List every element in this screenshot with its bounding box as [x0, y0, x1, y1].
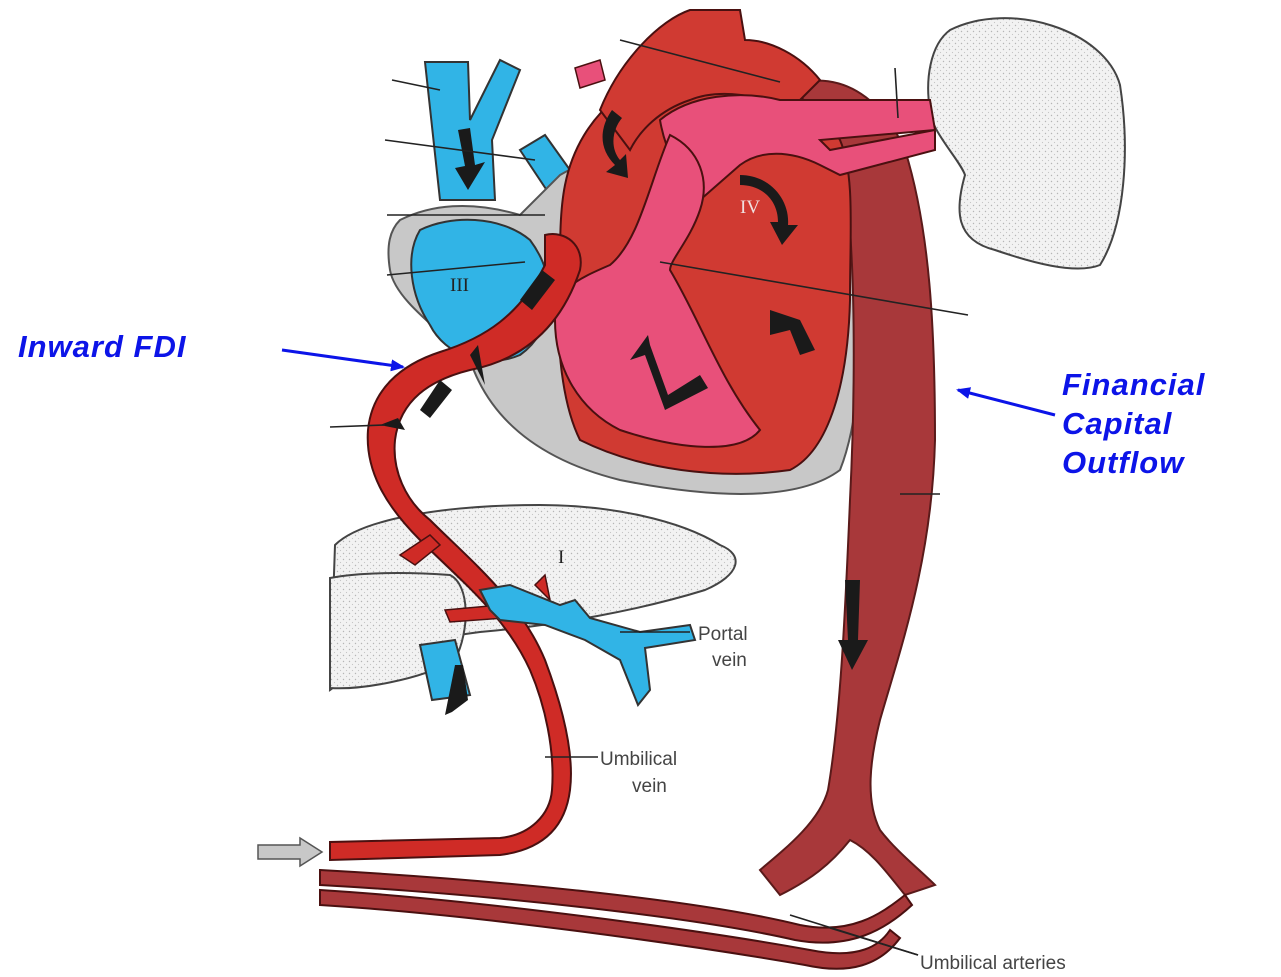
- numeral-liver: I: [558, 547, 564, 568]
- lung: [928, 18, 1125, 268]
- outflow-callout-line-2: Capital: [1062, 406, 1173, 441]
- umbilical-arteries-label: Umbilical arteries: [920, 953, 1066, 974]
- umbilical-vein-label-1: Umbilical: [600, 749, 677, 770]
- numeral-right-atrium: III: [450, 275, 469, 296]
- outflow-callout-line-1: Financial: [1062, 367, 1206, 402]
- left-subclavian: [575, 60, 605, 88]
- outflow-callout-line-3: Outflow: [1062, 445, 1185, 480]
- inward-fdi-callout: Inward FDI: [18, 329, 187, 364]
- inward-fdi-arrow: [282, 350, 403, 367]
- umbilical-vein-label-2: vein: [632, 776, 667, 797]
- portal-vein-label-2: vein: [712, 650, 747, 671]
- inflow-gray-arrow: [258, 838, 322, 866]
- portal-vein-label-1: Portal: [698, 624, 748, 645]
- numeral-left-ventricle: IV: [740, 197, 760, 218]
- outflow-arrow: [958, 390, 1055, 415]
